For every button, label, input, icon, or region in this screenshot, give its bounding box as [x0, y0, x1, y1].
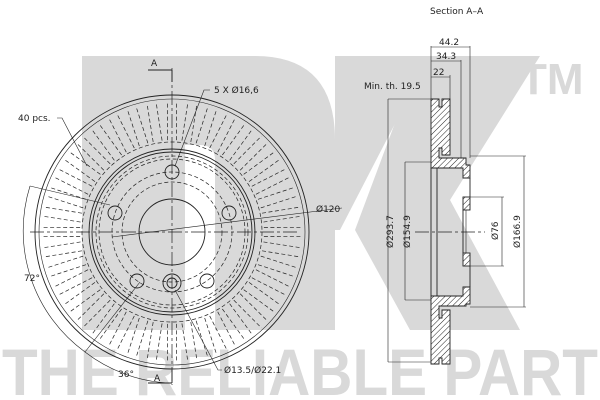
dim-disc-thickness: 22: [433, 68, 444, 78]
section-view: Section A–A 44.2 34.3 22 Min. th. 19.5 Ø…: [364, 7, 526, 365]
section-marker-bottom: A: [154, 374, 161, 384]
section-title: Section A–A: [430, 7, 484, 17]
dim-overall-height: 44.2: [439, 38, 459, 48]
bolt-holes-label: 5 X Ø16,6: [214, 85, 259, 96]
trademark-text: TM: [520, 55, 584, 104]
dim-hat-diameter: Ø166.9: [512, 215, 523, 248]
dim-inner-diameter: Ø154.9: [402, 215, 413, 248]
nk-logo-watermark: TM: [82, 55, 584, 330]
section-marker-top: A: [151, 59, 158, 69]
slogan-watermark: THE RELIABLE PART: [2, 335, 598, 400]
angle-72-label: 72°: [24, 274, 40, 284]
dim-outer-diameter: Ø293.7: [385, 215, 396, 248]
cooling-vanes: [41, 101, 303, 363]
front-view: A A 5 X Ø16,6 40 pcs. Ø120 72° 36° Ø13.5…: [18, 59, 343, 385]
min-thickness-label: Min. th. 19.5: [364, 82, 421, 92]
pcd-label: Ø120: [316, 204, 341, 215]
dim-center-bore: Ø76: [490, 221, 501, 240]
threaded-hole-label: Ø13.5/Ø22.1: [224, 365, 281, 376]
vanes-count-label: 40 pcs.: [18, 114, 51, 124]
dim-hat-height: 34.3: [436, 52, 456, 62]
angle-36-label: 36°: [118, 370, 134, 380]
